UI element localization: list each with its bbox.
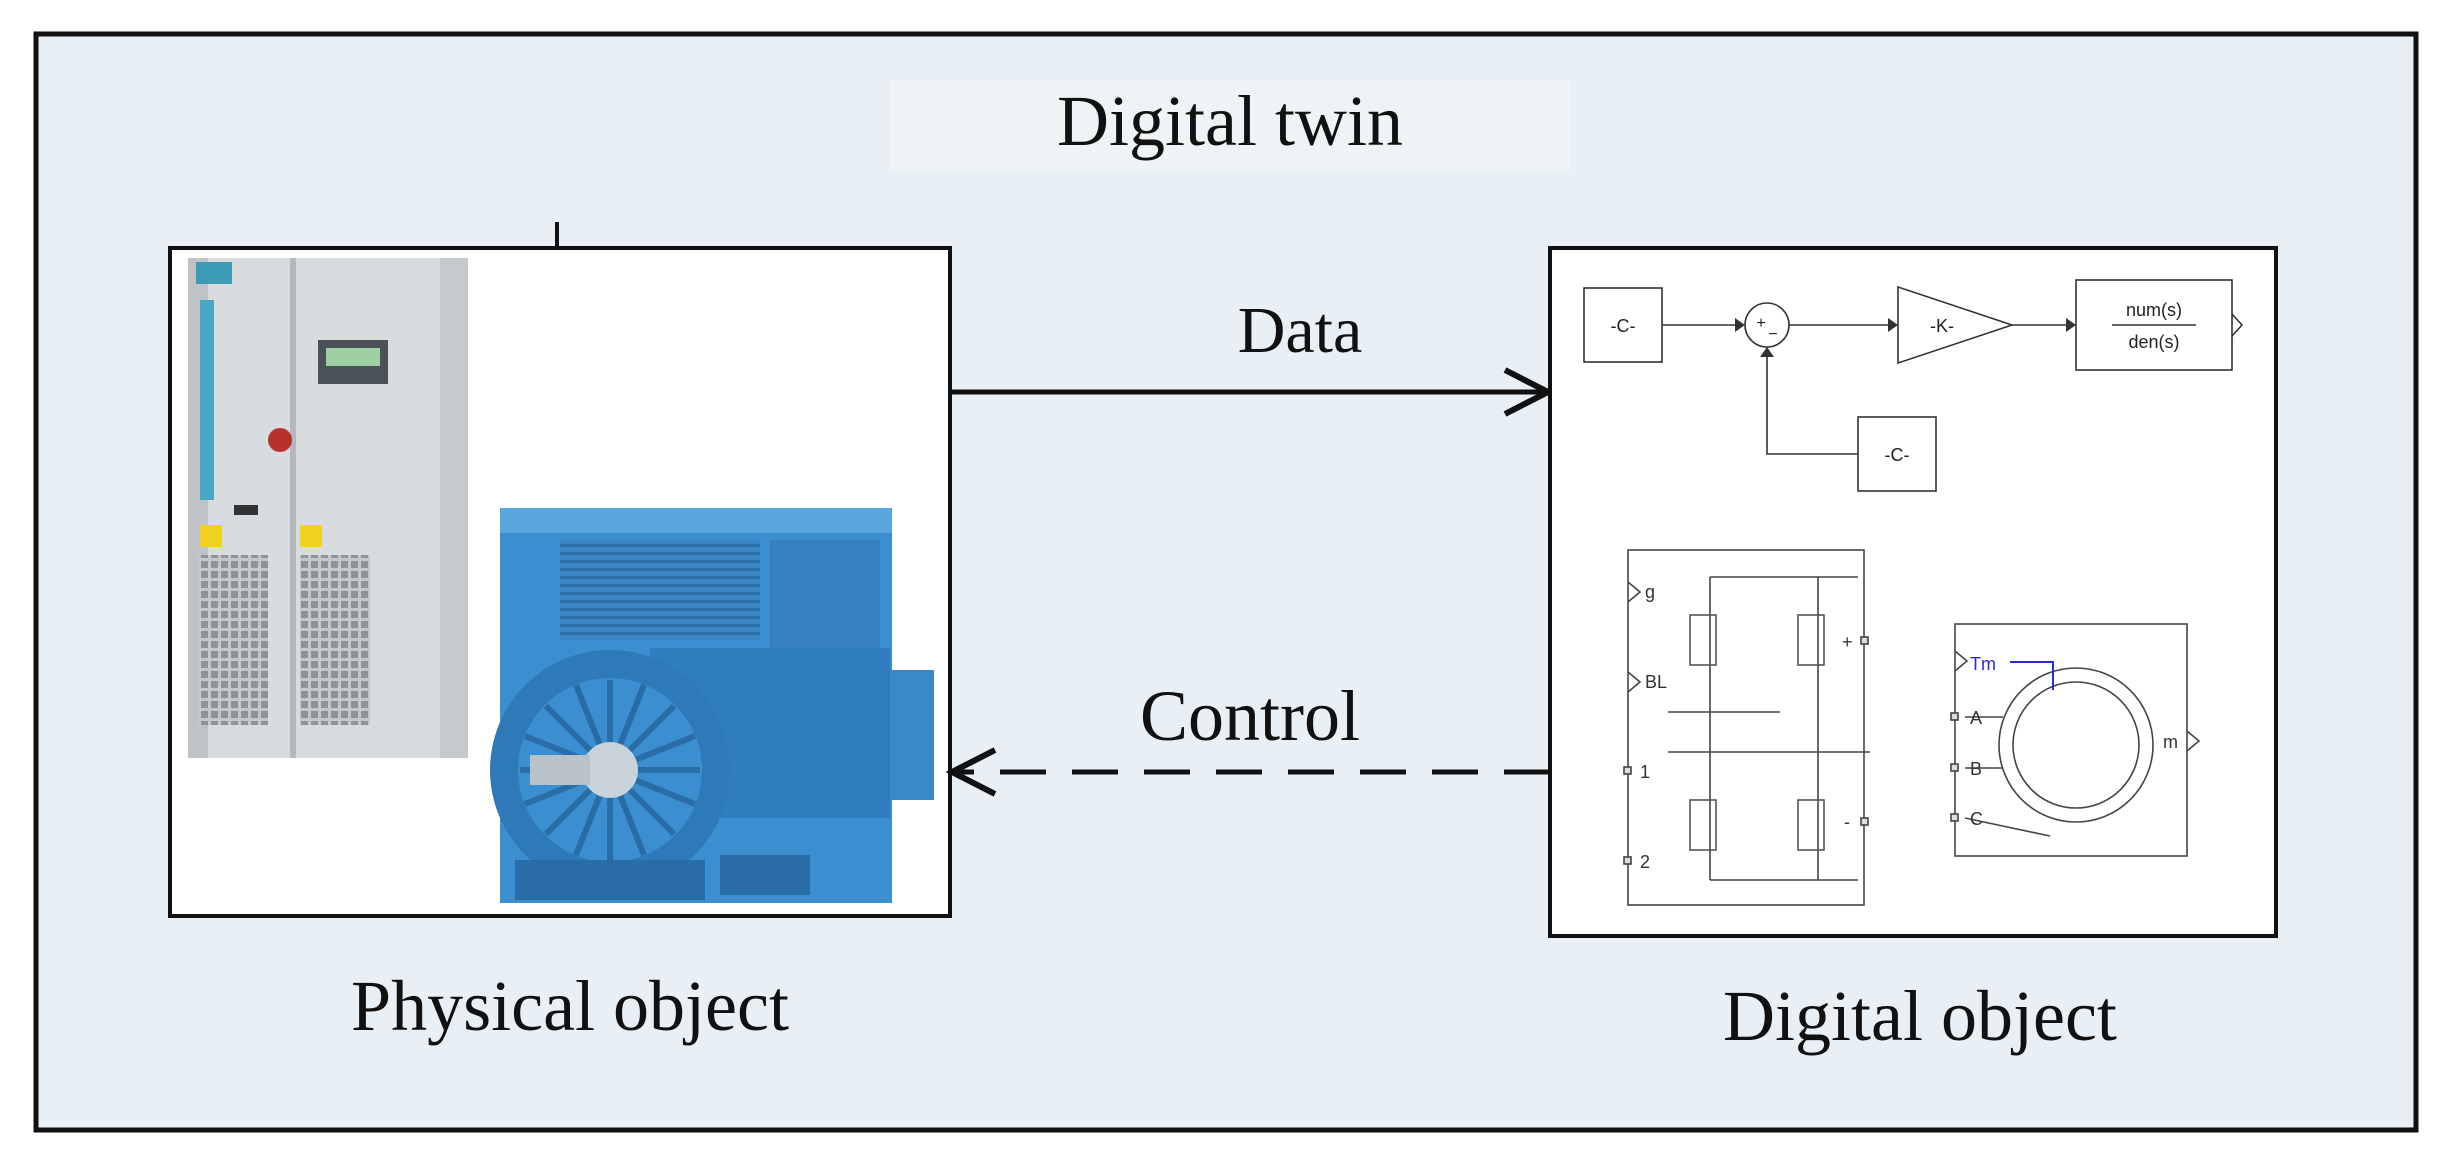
sum-block bbox=[1744, 302, 1790, 348]
constant-2-text: -C- bbox=[1885, 445, 1910, 465]
machine-tm-text: Tm bbox=[1970, 654, 1996, 674]
motor-image bbox=[490, 508, 934, 903]
control-arrow-label: Control bbox=[1139, 676, 1360, 756]
converter-g-text: g bbox=[1645, 582, 1655, 602]
sum-minus-text: − bbox=[1768, 326, 1777, 343]
diagram-title: Digital twin bbox=[1057, 81, 1403, 161]
converter-1-text: 1 bbox=[1640, 762, 1650, 782]
tf-num-text: num(s) bbox=[2126, 300, 2182, 320]
machine-m-text: m bbox=[2163, 732, 2178, 752]
digital-object-label: Digital object bbox=[1723, 976, 2117, 1056]
machine-b-text: B bbox=[1970, 759, 1982, 779]
constant-block-2 bbox=[1857, 416, 1937, 492]
converter-minus-text: - bbox=[1844, 812, 1850, 832]
converter-block bbox=[1623, 549, 1870, 906]
converter-2-text: 2 bbox=[1640, 852, 1650, 872]
constant-1-text: -C- bbox=[1611, 316, 1636, 336]
digital-object-box: -C- -C- + − -K- num(s) den(s) bbox=[1548, 246, 2278, 938]
converter-plus-text: + bbox=[1842, 632, 1853, 652]
machine-a-text: A bbox=[1970, 708, 1982, 728]
constant-block-1 bbox=[1583, 287, 1663, 363]
simulink-control-model bbox=[1583, 279, 2244, 492]
machine-block bbox=[1950, 623, 2201, 857]
gain-text: -K- bbox=[1930, 316, 1954, 336]
title-backdrop bbox=[890, 80, 1570, 170]
drive-cabinet-image bbox=[188, 258, 468, 758]
gain-block bbox=[1897, 285, 2015, 365]
tf-den-text: den(s) bbox=[2128, 332, 2179, 352]
physical-object-box bbox=[168, 246, 952, 918]
converter-bl-text: BL bbox=[1645, 672, 1667, 692]
control-arrow bbox=[945, 747, 1550, 797]
sum-plus-text: + bbox=[1756, 315, 1765, 332]
machine-c-text: C bbox=[1970, 809, 1983, 829]
data-arrow-label: Data bbox=[1237, 294, 1363, 367]
physical-object-label: Physical object bbox=[351, 966, 789, 1046]
